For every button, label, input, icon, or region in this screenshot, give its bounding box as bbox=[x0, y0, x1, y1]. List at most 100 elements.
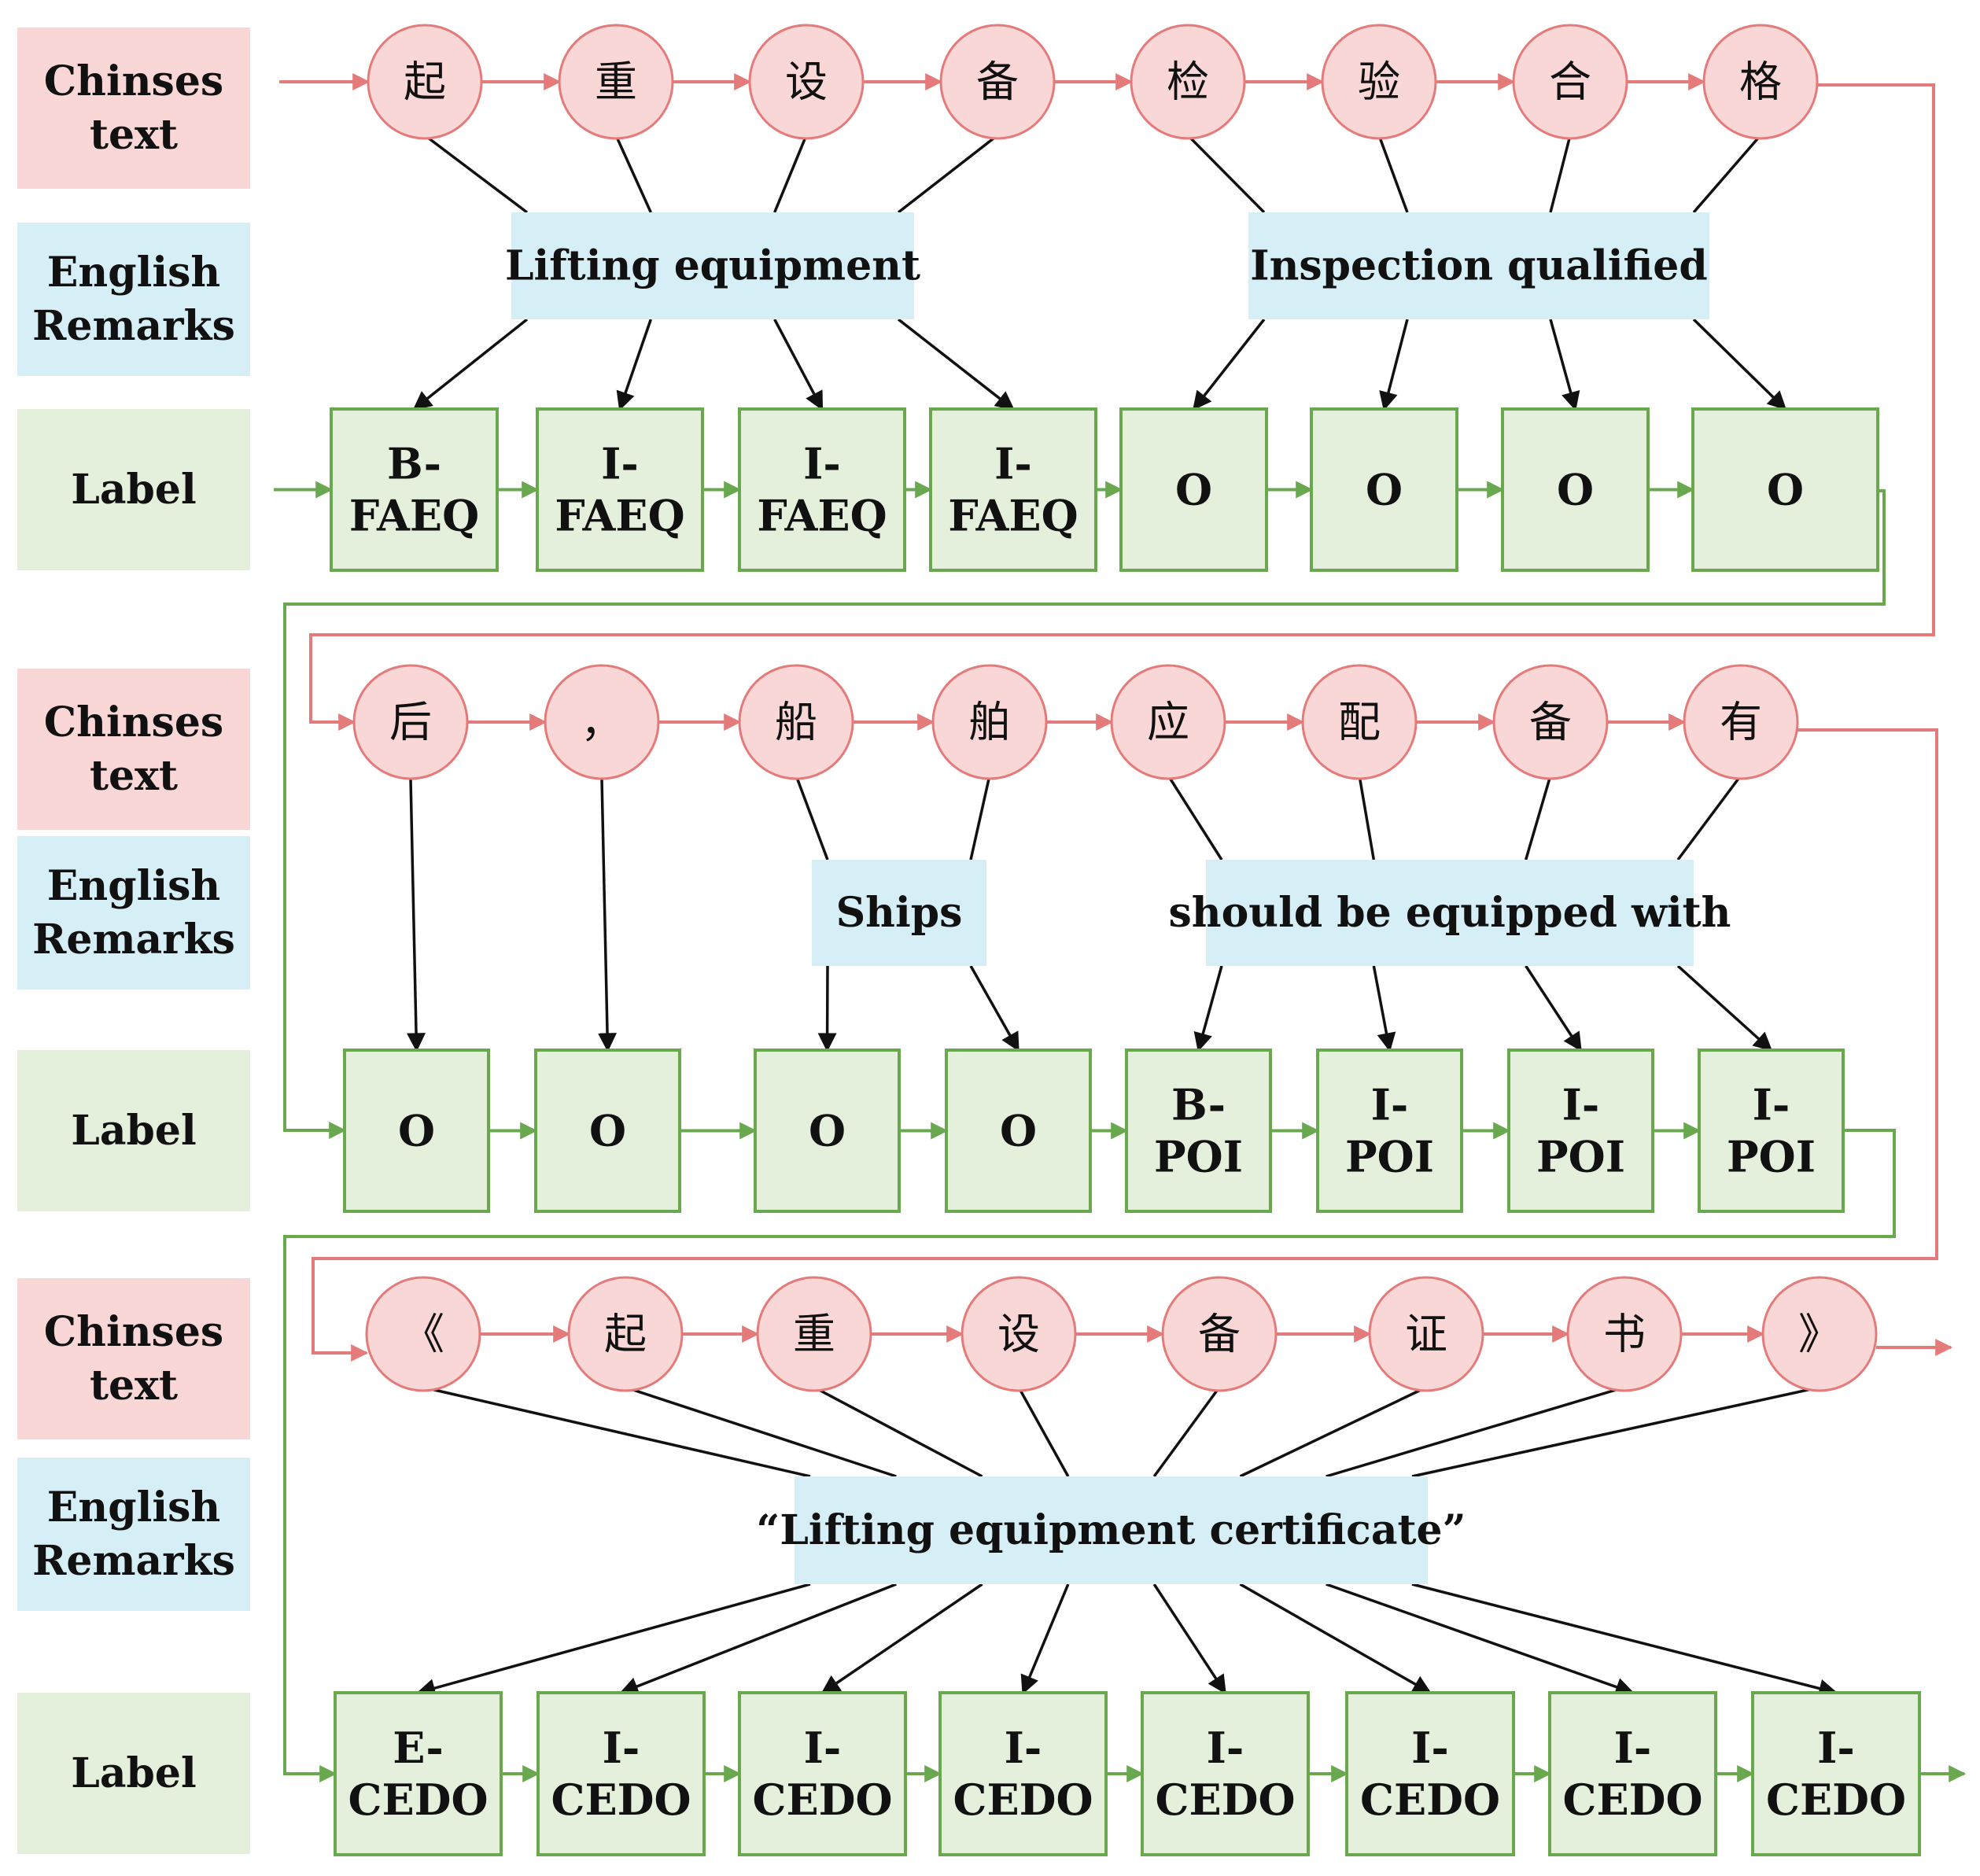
label-tag-prefix: I- bbox=[1817, 1723, 1855, 1773]
english-remarks-header-line-1: English bbox=[47, 249, 220, 297]
label-tag-type: CEDO bbox=[551, 1775, 691, 1825]
label-box bbox=[738, 407, 906, 572]
char-circle bbox=[748, 24, 865, 140]
label-box bbox=[343, 1049, 490, 1213]
label-tag-type: CEDO bbox=[1766, 1775, 1906, 1825]
char-to-remark-edge bbox=[817, 1388, 983, 1478]
char-glyph: 应 bbox=[1147, 698, 1189, 747]
remark-text: should be equipped with bbox=[1169, 889, 1731, 937]
char-node: 书 bbox=[1566, 1276, 1683, 1392]
label-box bbox=[1141, 1691, 1310, 1856]
char-glyph: 备 bbox=[1198, 1310, 1241, 1359]
char-node: 起 bbox=[367, 24, 483, 140]
char-circle bbox=[1761, 1276, 1878, 1392]
label-tag-prefix: I- bbox=[803, 439, 841, 489]
chinese-text-header-line-1: Chinses bbox=[44, 1308, 223, 1356]
char-circle bbox=[567, 1276, 684, 1392]
char-glyph: 《 bbox=[402, 1310, 444, 1359]
char-node: 《 bbox=[365, 1276, 481, 1392]
char-to-label-edge bbox=[407, 778, 426, 1052]
label-header: Label bbox=[71, 466, 196, 514]
remark-text: “Lifting equipment certificate” bbox=[756, 1506, 1466, 1554]
char-node: 重 bbox=[756, 1276, 872, 1392]
label-tag-prefix: I- bbox=[1411, 1723, 1449, 1773]
remark-box bbox=[812, 860, 986, 966]
label-node: I-FAEQ bbox=[738, 407, 906, 572]
label-box bbox=[536, 1691, 706, 1856]
chinese-text-header-line-2: text bbox=[90, 111, 178, 159]
char-to-remark-edge bbox=[969, 776, 991, 861]
char-circle bbox=[1321, 24, 1437, 140]
char-to-label-edge bbox=[598, 778, 618, 1052]
remark-to-label-edge bbox=[1152, 1583, 1226, 1695]
char-node: 船 bbox=[738, 664, 854, 780]
chinese-text-header-box bbox=[17, 1278, 250, 1439]
char-circle bbox=[756, 1276, 872, 1392]
label-box bbox=[938, 1691, 1108, 1856]
label-node: B-FAEQ bbox=[330, 407, 499, 572]
remark-to-label-edge bbox=[616, 319, 652, 411]
char-circle bbox=[1368, 1276, 1484, 1392]
label-box bbox=[1548, 1691, 1717, 1856]
char-glyph: 设 bbox=[785, 57, 828, 107]
char-node: ， bbox=[544, 664, 660, 780]
char-circle bbox=[1301, 664, 1418, 780]
remark-text: Ships bbox=[836, 889, 963, 937]
alignment-edges bbox=[407, 135, 1838, 1698]
label-tag-type: CEDO bbox=[1155, 1775, 1295, 1825]
remark-to-label-edge bbox=[1372, 965, 1396, 1052]
label-node: O bbox=[1310, 407, 1458, 572]
chinese-text-header-line-1: Chinses bbox=[44, 698, 223, 746]
char-circle bbox=[367, 24, 483, 140]
remark-node: Lifting equipment bbox=[505, 212, 920, 319]
remark-node: Ships bbox=[812, 860, 986, 966]
char-to-remark-edge bbox=[630, 1388, 897, 1478]
char-glyph: 书 bbox=[1603, 1310, 1646, 1359]
label-tag-type: CEDO bbox=[1562, 1775, 1702, 1825]
char-circle bbox=[961, 1276, 1077, 1392]
label-box bbox=[1698, 1049, 1845, 1213]
label-box bbox=[738, 1691, 907, 1856]
label-node: I-FAEQ bbox=[929, 407, 1097, 572]
label-tag-prefix: I- bbox=[1753, 1080, 1790, 1130]
char-to-remark-edge bbox=[1358, 776, 1376, 861]
remark-node: “Lifting equipment certificate” bbox=[756, 1476, 1466, 1584]
label-node: O bbox=[754, 1049, 901, 1213]
char-glyph: 设 bbox=[997, 1310, 1040, 1359]
remark-to-label-edge bbox=[1020, 1583, 1070, 1695]
label-flow-wrap-2 bbox=[283, 1129, 1896, 1782]
label-tag-type: POI bbox=[1727, 1132, 1816, 1182]
label-tag: O bbox=[1557, 465, 1594, 515]
char-to-remark-edge bbox=[1411, 1388, 1812, 1478]
char-to-remark-edge bbox=[1676, 776, 1741, 861]
label-box bbox=[1751, 1691, 1921, 1856]
english-remarks-header-box bbox=[17, 836, 250, 990]
char-glyph: 船 bbox=[775, 698, 817, 747]
label-box bbox=[1501, 407, 1650, 572]
label-node: I-POI bbox=[1507, 1049, 1654, 1213]
char-circle bbox=[1683, 664, 1799, 780]
label-tag-type: FAEQ bbox=[757, 491, 887, 541]
chinese-text-header-line-2: text bbox=[90, 752, 178, 800]
char-glyph: 有 bbox=[1720, 698, 1762, 747]
label-node: E-CEDO bbox=[334, 1691, 503, 1856]
label-tag: O bbox=[1000, 1106, 1037, 1156]
char-circle bbox=[931, 664, 1048, 780]
label-node: I-CEDO bbox=[536, 1691, 706, 1856]
char-node: 配 bbox=[1301, 664, 1418, 780]
char-node: 重 bbox=[558, 24, 674, 140]
label-node: I-CEDO bbox=[1141, 1691, 1310, 1856]
remark-node: should be equipped with bbox=[1169, 860, 1731, 966]
remark-to-label-edge bbox=[1326, 1583, 1635, 1697]
char-to-remark-edge bbox=[1167, 776, 1223, 861]
remark-to-label-edge bbox=[416, 1583, 811, 1697]
chinese-text-header-box bbox=[17, 28, 250, 189]
char-circle bbox=[1161, 1276, 1278, 1392]
row-headers: ChinsestextEnglishRemarksLabelChinsestex… bbox=[17, 28, 250, 1854]
char-glyph: 检 bbox=[1167, 57, 1209, 107]
chinese-text-header-line-1: Chinses bbox=[44, 57, 223, 105]
char-to-remark-edge bbox=[1326, 1388, 1619, 1478]
remark-to-label-edge bbox=[1692, 318, 1787, 411]
char-node: 证 bbox=[1368, 1276, 1484, 1392]
